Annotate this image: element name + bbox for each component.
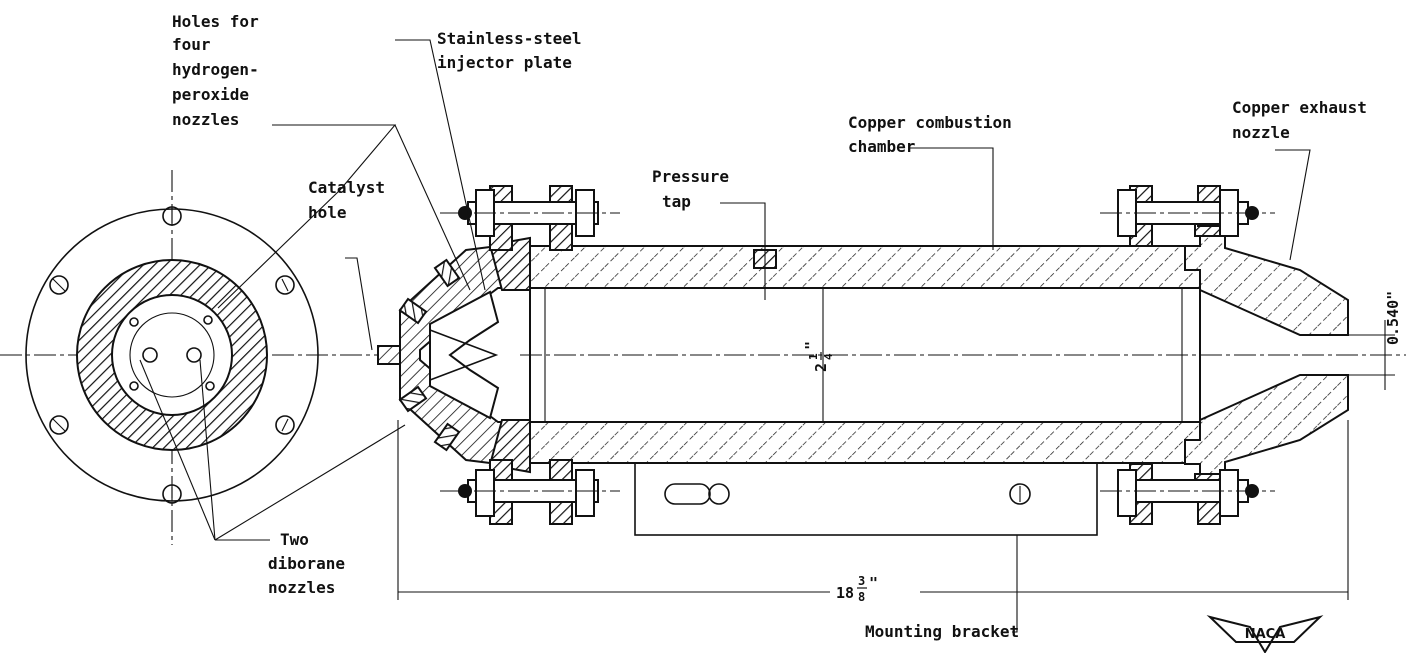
- label-pressure-1: Pressure: [652, 167, 729, 186]
- svg-text:": ": [869, 574, 878, 592]
- bolt-holes: [49, 206, 295, 504]
- svg-text:": ": [802, 341, 820, 350]
- label-holes-4: peroxide: [172, 85, 249, 104]
- label-chamber-2: chamber: [848, 137, 915, 156]
- label-stainless-2: injector plate: [437, 53, 572, 72]
- exhaust-nozzle-bottom: [1184, 374, 1349, 475]
- naca-logo: NACA: [1206, 615, 1324, 653]
- exhaust-nozzle-top: [1184, 235, 1349, 336]
- combustion-chamber-wall-top: [519, 245, 1201, 289]
- svg-text:18: 18: [836, 584, 854, 602]
- dim-diameter: 2 1 4 ": [802, 341, 835, 372]
- mounting-bracket: [634, 462, 1098, 536]
- label-diborane-2: diborane: [268, 554, 345, 573]
- label-mounting: Mounting bracket: [865, 622, 1019, 641]
- catalyst-hole: [377, 345, 401, 365]
- peroxide-nozzles: [398, 258, 461, 452]
- front-flange-bolts: [440, 185, 620, 525]
- annotations: Holes for four hydrogen- peroxide nozzle…: [172, 12, 1402, 641]
- label-diborane-3: nozzles: [268, 578, 335, 597]
- label-holes-5: nozzles: [172, 110, 239, 129]
- label-chamber-1: Copper combustion: [848, 113, 1012, 132]
- svg-text:4: 4: [822, 353, 835, 360]
- dim-throat: 0.540": [1384, 291, 1402, 345]
- label-holes-3: hydrogen-: [172, 60, 259, 79]
- svg-text:3: 3: [858, 574, 865, 588]
- svg-text:NACA: NACA: [1245, 627, 1286, 642]
- diborane-nozzle-holes: [142, 347, 202, 363]
- label-exhaust-2: nozzle: [1232, 123, 1290, 142]
- dim-length: 18 3 8 ": [836, 574, 878, 604]
- rear-flange-bolts: [1100, 185, 1275, 525]
- label-catalyst-2: hole: [308, 203, 347, 222]
- engine-section: [377, 185, 1406, 600]
- label-holes-2: four: [172, 35, 211, 54]
- end-view: [0, 170, 415, 545]
- svg-text:1: 1: [807, 353, 820, 360]
- label-catalyst-1: Catalyst: [308, 178, 385, 197]
- label-diborane-1: Two: [280, 530, 309, 549]
- svg-text:8: 8: [858, 590, 865, 604]
- svg-text:2: 2: [812, 363, 830, 372]
- leader-lines: [139, 39, 1311, 633]
- label-holes-1: Holes for: [172, 12, 259, 31]
- combustion-chamber-wall-bottom: [519, 421, 1201, 464]
- peroxide-nozzle-holes: [129, 315, 215, 391]
- label-stainless-1: Stainless-steel: [437, 29, 582, 48]
- svg-text:0.540": 0.540": [1384, 291, 1402, 345]
- label-pressure-2: tap: [662, 192, 691, 211]
- label-exhaust-1: Copper exhaust: [1232, 98, 1367, 117]
